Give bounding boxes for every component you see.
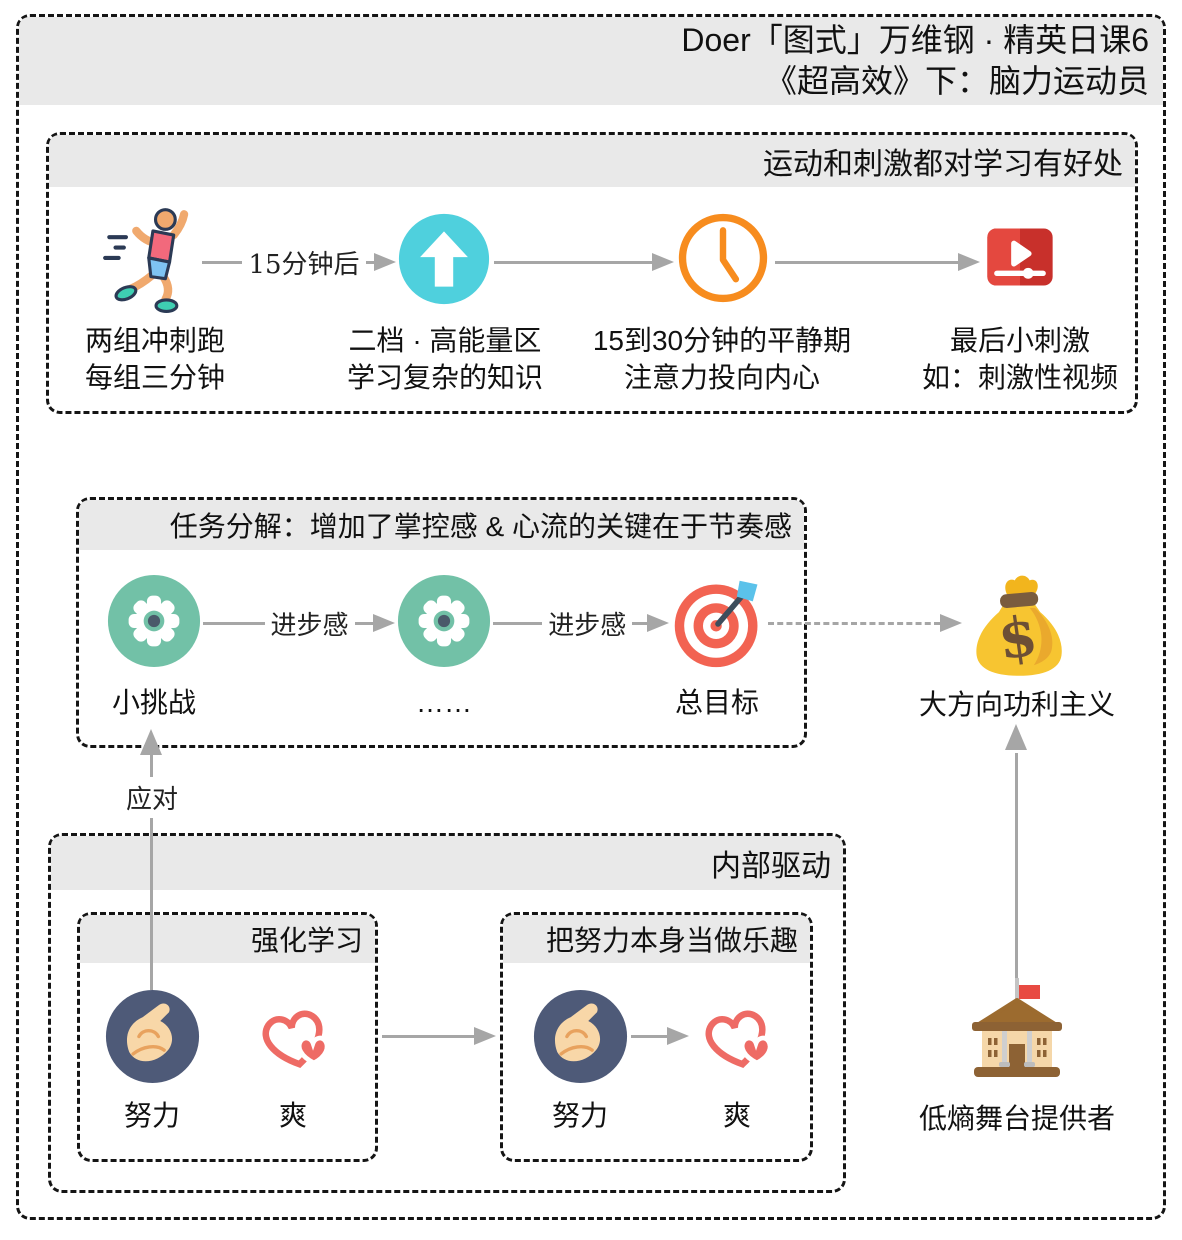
utilitarian-label: 大方向功利主义 [918,689,1115,720]
arrow-line [631,1034,667,1038]
arrow-line [632,621,647,625]
outer-box: Doer「图式」万维钢 · 精英日课6 《超高效》下：脑力运动员 [16,14,1166,1220]
arrowhead [374,253,396,271]
arrowhead [647,614,669,632]
progress-arrow-2: 进步感 [493,608,669,641]
calm-to-stimulus-arrow [775,249,980,275]
cope-arrow-line [150,752,153,990]
sprint-label: 两组冲刺跑 每组三分钟 [84,325,225,393]
arrow-line [494,260,652,264]
progress-arrow-1: 进步感 [203,608,395,641]
gear-icon-ellipsis [397,574,491,668]
task-box: 任务分解：增加了掌控感 & 心流的关键在于节奏感 [76,497,807,748]
arrow-line [775,260,958,264]
arrowhead [652,253,674,271]
stage-label: 低熵舞台提供者 [918,1103,1115,1134]
enjoy-box: 把努力本身当做乐趣 [500,912,813,1162]
arrow-line [382,1034,474,1038]
arrow-line [354,621,373,625]
goal-dashed-arrow [768,610,962,636]
cope-arrow-label: 应对 [117,777,187,818]
arrow-line [202,260,243,264]
svg-text:$: $ [994,602,1041,672]
page-title: Doer「图式」万维钢 · 精英日课6 《超高效》下：脑力运动员 [19,17,1163,105]
stage-arrow-line [1015,753,1018,991]
arrowhead [667,1027,689,1045]
arrow-line [365,260,374,264]
task-box-title: 任务分解：增加了掌控感 & 心流的关键在于节奏感 [79,500,804,550]
arrow-line [203,621,265,625]
stimulus-label: 最后小刺激 如：刺激性视频 [921,325,1118,393]
page-title-line1: Doer「图式」万维钢 · 精英日课6 [681,22,1149,58]
goal-label: 总目标 [674,687,759,718]
sprint-arrow-label: 15分钟后 [248,249,360,280]
heart-icon [705,1010,773,1068]
target-icon [674,580,758,668]
fun-label: 爽 [278,1100,307,1131]
drive-box-title: 内部驱动 [51,836,843,890]
drive-box: 内部驱动 [48,833,846,1193]
arrowhead [958,253,980,271]
reinforce-to-enjoy-arrow [382,1023,496,1049]
effort-label: 努力 [123,1100,180,1131]
arrowhead [474,1027,496,1045]
calm-label: 15到30分钟的平静期 注意力投向内心 [592,325,852,393]
effort-label: 努力 [551,1100,608,1131]
exercise-box: 运动和刺激都对学习有好处 [46,132,1138,414]
arrowhead [373,614,395,632]
reinforce-box-title: 强化学习 [80,915,375,963]
reinforce-box: 强化学习 [77,912,378,1162]
progress-arrow-2-label: 进步感 [548,610,627,641]
building-icon [972,978,1062,1077]
muscle-icon [533,989,628,1084]
page-title-line2: 《超高效》下：脑力运动员 [764,63,1149,99]
heart-icon [262,1010,330,1068]
effort-to-fun-arrow [631,1023,689,1049]
small-challenge-label: 小挑战 [111,687,196,718]
money-bag-icon: $ [976,575,1062,676]
energy-label: 二档 · 高能量区 学习复杂的知识 [346,325,543,393]
arrowhead [940,614,962,632]
gear-icon-small-challenge [107,574,201,668]
ellipsis-label: …… [416,687,472,718]
clock-icon [678,213,768,303]
cope-arrowhead [140,729,162,755]
muscle-icon [105,989,200,1084]
dashed-arrow-line [768,621,940,625]
exercise-box-title: 运动和刺激都对学习有好处 [49,135,1135,187]
fun-label: 爽 [722,1100,751,1131]
video-play-icon [987,228,1053,286]
progress-arrow-1-label: 进步感 [270,610,349,641]
runner-icon [103,208,189,313]
sprint-arrow: 15分钟后 [202,247,396,280]
energy-to-calm-arrow [494,249,674,275]
arrow-line [493,621,543,625]
stage-arrowhead [1005,724,1027,750]
up-arrow-circle-icon [398,213,490,305]
enjoy-box-title: 把努力本身当做乐趣 [503,915,810,963]
